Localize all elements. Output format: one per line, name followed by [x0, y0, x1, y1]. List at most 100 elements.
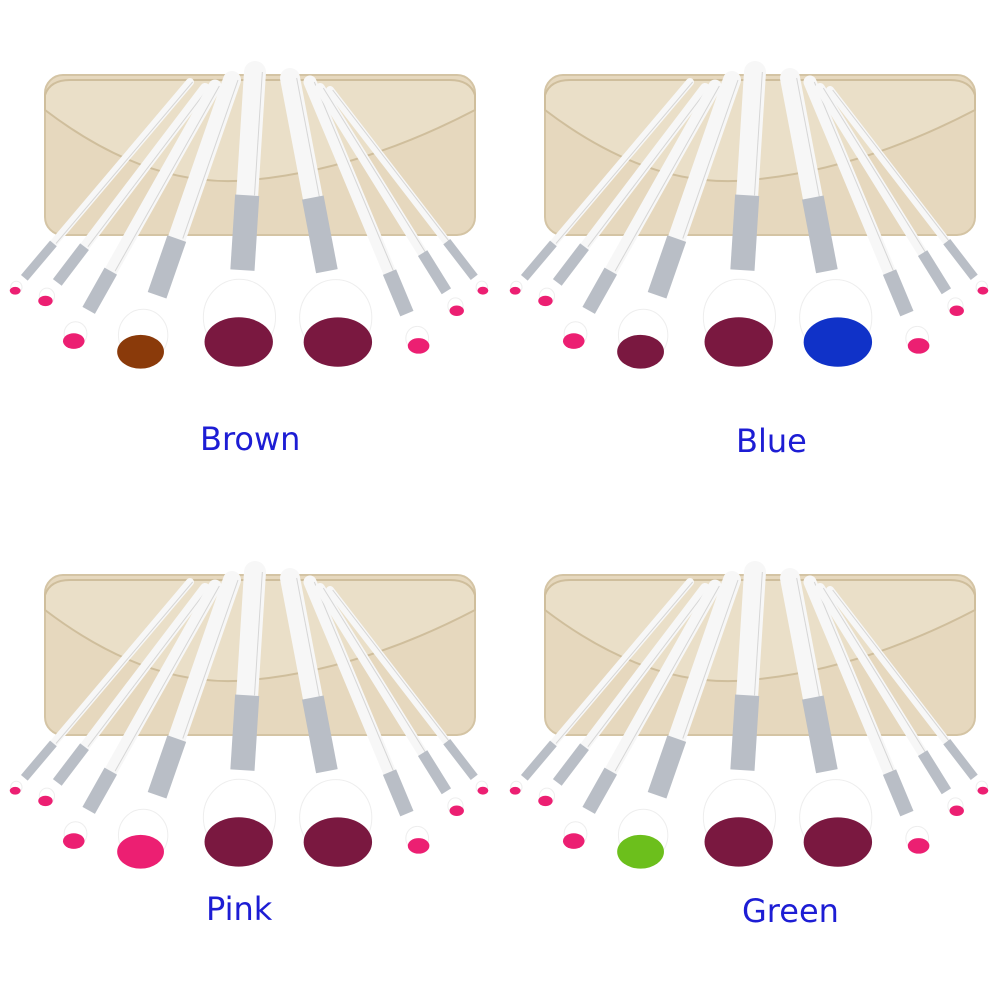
- brush-head-tip: [303, 817, 373, 867]
- brush-ferrule: [20, 740, 57, 781]
- brush-head-tip: [117, 334, 164, 369]
- brush-handle: [667, 71, 741, 248]
- brush: [9, 78, 194, 295]
- brush-set-photo-pink: [9, 561, 489, 869]
- brush-handle: [604, 579, 722, 778]
- brush-handle-shade: [754, 71, 763, 196]
- brush-handle-shade: [796, 77, 820, 198]
- brush-handle: [303, 75, 397, 279]
- brush: [315, 583, 464, 816]
- brush-handle-shade: [813, 81, 895, 273]
- brush-handle: [803, 75, 897, 279]
- brush: [803, 575, 930, 854]
- brush-handle: [815, 83, 928, 259]
- brush-head-tip: [477, 286, 489, 295]
- brush: [815, 83, 964, 316]
- brush: [62, 79, 222, 349]
- brush-ferrule: [882, 769, 914, 817]
- brush-handle: [167, 571, 241, 748]
- brush-head-tip: [449, 305, 464, 316]
- brush-handle: [549, 578, 694, 748]
- panel-blue: Blue: [500, 0, 1000, 500]
- brush-handle-shade: [182, 79, 239, 239]
- brush: [202, 61, 277, 367]
- brush-ferrule: [647, 735, 687, 799]
- brush-head-tip: [407, 338, 430, 354]
- brush-head-tip: [407, 838, 430, 854]
- brush-ferrule: [882, 269, 914, 317]
- brush-ferrule: [802, 695, 838, 774]
- brush: [538, 583, 710, 807]
- brush-handle-shade: [555, 81, 694, 244]
- brush-handle-shade: [682, 579, 739, 739]
- brush-ferrule: [943, 738, 978, 781]
- brush-head-tip: [977, 786, 989, 795]
- brush-handle: [280, 568, 323, 708]
- brush-ferrule: [943, 238, 978, 281]
- brush-handle-shade: [614, 85, 720, 272]
- brush-handle-shade: [332, 89, 450, 242]
- brush-handle: [49, 578, 194, 748]
- brush-handle-shade: [813, 581, 895, 773]
- brush: [538, 83, 710, 307]
- brush-handle: [236, 561, 266, 707]
- brush: [826, 86, 989, 295]
- brush: [62, 579, 222, 849]
- brush-handle: [579, 83, 710, 252]
- brush-handle: [236, 61, 266, 207]
- brush-ferrule: [147, 235, 187, 299]
- brush: [9, 578, 194, 795]
- brush-head-tip: [562, 833, 585, 849]
- brush-head-tip: [704, 317, 773, 367]
- brush-head-tip: [907, 838, 930, 854]
- brush: [326, 86, 489, 295]
- brush-handle-shade: [322, 87, 427, 254]
- brush-head-tip: [449, 805, 464, 816]
- brush-ferrule: [730, 694, 760, 771]
- brush-head-tip: [538, 795, 553, 807]
- brush: [280, 568, 373, 867]
- brush-handle: [326, 86, 451, 246]
- brush-handle: [79, 583, 210, 752]
- variant-label-pink: Pink: [206, 890, 273, 928]
- brush-head-tip: [977, 286, 989, 295]
- panel-brown: Brown: [0, 0, 500, 500]
- brush-ferrule: [302, 195, 338, 274]
- brush-ferrule: [147, 735, 187, 799]
- brush-head-tip: [803, 817, 873, 867]
- brush: [562, 579, 722, 849]
- brush: [617, 71, 741, 369]
- brush-handle-shade: [614, 585, 720, 772]
- brush: [38, 83, 210, 307]
- brush-ferrule: [382, 269, 414, 317]
- brush-handle-shade: [322, 587, 427, 754]
- brush-ferrule: [382, 769, 414, 817]
- brush: [303, 75, 430, 354]
- brush-handle-shade: [332, 589, 450, 742]
- brush-handle-shade: [587, 87, 709, 247]
- brush-handle-shade: [822, 87, 927, 254]
- brush-ferrule: [582, 767, 617, 814]
- brush-ferrule: [230, 194, 260, 271]
- brush-handle-shade: [682, 79, 739, 239]
- brush-ferrule: [443, 238, 478, 281]
- variant-label-blue: Blue: [736, 422, 807, 460]
- brush-handle-shade: [832, 589, 950, 742]
- brush-handle: [604, 79, 722, 278]
- brush-head-tip: [477, 786, 489, 795]
- panel-pink: Pink: [0, 500, 500, 1000]
- brush: [202, 561, 277, 867]
- brush-head-tip: [509, 286, 521, 295]
- brush-head-tip: [509, 786, 521, 795]
- brush-ferrule: [82, 267, 117, 314]
- brush-head-tip: [204, 817, 273, 867]
- brush-head-tip: [9, 786, 21, 795]
- brush-ferrule: [417, 750, 452, 795]
- brush-head-tip: [617, 334, 664, 369]
- brush-handle: [326, 586, 451, 746]
- brush-handle: [280, 68, 323, 208]
- brush-ferrule: [917, 250, 952, 295]
- brush-handle-shade: [254, 71, 263, 196]
- brush-set-photo-brown: [9, 61, 489, 369]
- brush-handle: [826, 586, 951, 746]
